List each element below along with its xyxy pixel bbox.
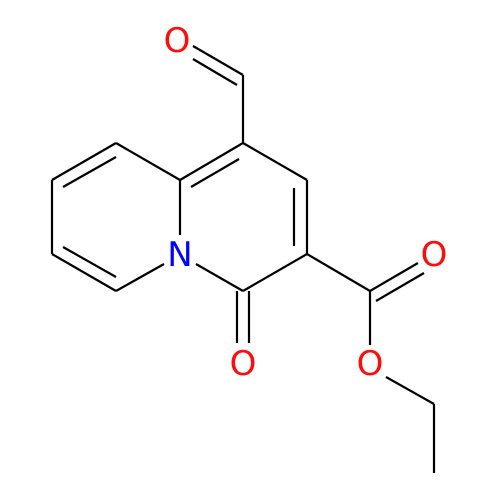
bond-c6-n [115, 263, 165, 292]
atom-label-o-aldehyde: O [164, 21, 191, 61]
bond-cho-o-double-b [192, 58, 238, 86]
bond-c1-c2 [242, 142, 308, 181]
bond-c7-c6-inner [62, 246, 117, 278]
pyridone-ring [178, 142, 309, 292]
lactam-carbonyl [235, 291, 251, 343]
ester-group [306, 253, 436, 473]
pyridine-ring [50, 142, 181, 292]
bond-c4-n [195, 263, 244, 292]
bond-c3-cester [306, 253, 371, 292]
bond-c9-c8 [51, 142, 117, 181]
bond-c9a-c1-inner [190, 158, 240, 188]
bond-c9a-c9 [115, 142, 181, 181]
aldehyde-group [192, 45, 245, 143]
bond-c9-c8-inner [62, 156, 117, 188]
atom-label-o-lactam: O [230, 344, 257, 384]
bond-o-ch2 [385, 376, 435, 405]
bond-cho-o-double-a [192, 45, 244, 76]
bond-c9a-c1 [179, 142, 244, 181]
atom-label-n-ring: N [167, 235, 192, 275]
bond-c7-c6 [51, 253, 117, 292]
bond-cester-o-double-b [375, 272, 425, 302]
bond-cester-o-double-a [369, 262, 419, 292]
atom-label-o-ester: O [357, 344, 384, 384]
atom-label-o-ester-carbonyl: O [421, 235, 448, 275]
bond-c3-c4 [242, 253, 308, 292]
